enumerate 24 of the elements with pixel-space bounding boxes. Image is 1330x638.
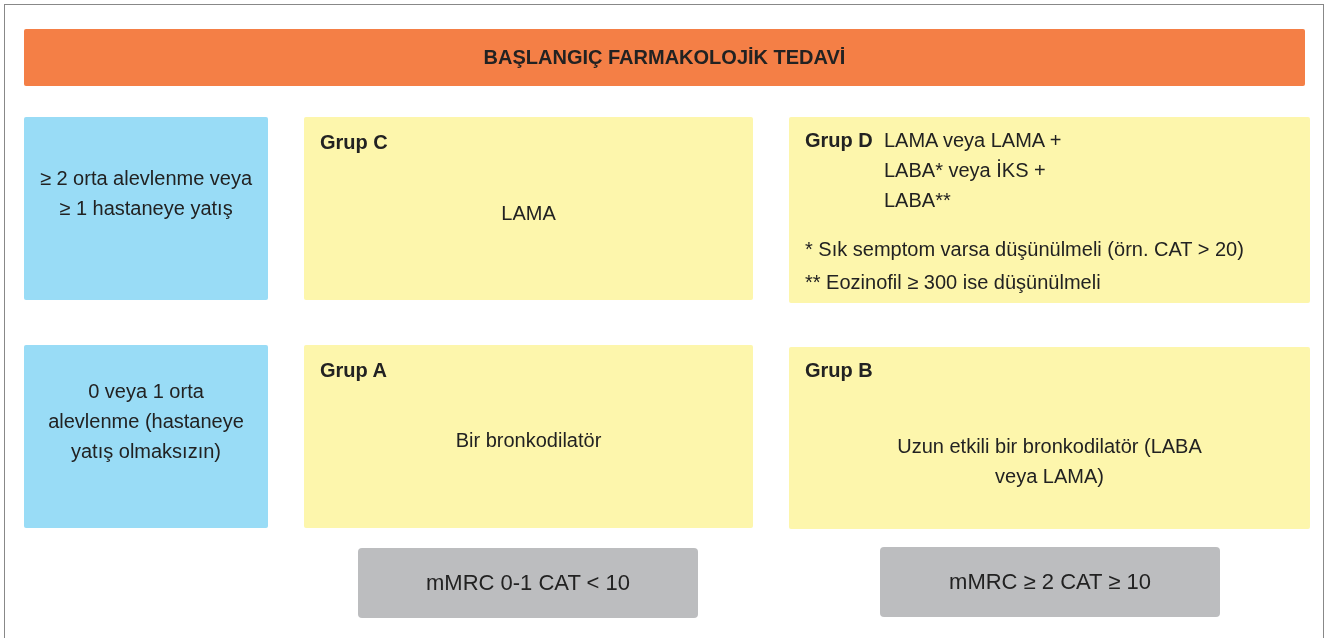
criteria-text: mMRC ≥ 2 CAT ≥ 10 bbox=[948, 568, 1152, 596]
group-box bbox=[304, 117, 753, 300]
group-box bbox=[789, 117, 1310, 303]
treatment-text: LAMA veya LAMA + LABA* veya İKS + LABA** bbox=[884, 128, 1063, 213]
group-title: Grup C bbox=[320, 130, 388, 155]
footnote: * Sık semptom varsa düşünülmeli (örn. CAT > 20) bbox=[805, 237, 1245, 262]
criteria-box bbox=[880, 547, 1220, 617]
group-title: Grup D bbox=[805, 128, 873, 153]
group-box bbox=[304, 345, 753, 528]
group-box bbox=[789, 347, 1310, 529]
treatment-text: LAMA bbox=[500, 201, 557, 226]
group-title: Grup A bbox=[320, 358, 388, 383]
row-label-box bbox=[24, 117, 268, 300]
criteria-text: mMRC 0-1 CAT < 10 bbox=[425, 569, 631, 597]
footnote: ** Eozinofil ≥ 300 ise düşünülmeli bbox=[805, 270, 1102, 295]
row-label: ≥ 2 orta alevlenme veya ≥ 1 hastaneye yatış bbox=[38, 166, 254, 221]
treatment-text: Bir bronkodilatör bbox=[454, 428, 603, 453]
criteria-box bbox=[358, 548, 698, 618]
treatment-text: Uzun etkili bir bronkodilatör (LABA veya LAMA) bbox=[896, 434, 1203, 489]
row-label-box bbox=[24, 345, 268, 528]
group-title: Grup B bbox=[805, 358, 873, 383]
banner-title: BAŞLANGIÇ FARMAKOLOJİK TEDAVİ bbox=[482, 45, 847, 70]
header-banner bbox=[24, 29, 1305, 86]
row-label: 0 veya 1 orta alevlenme (hastaneye yatış olmaksızın) bbox=[47, 379, 245, 464]
